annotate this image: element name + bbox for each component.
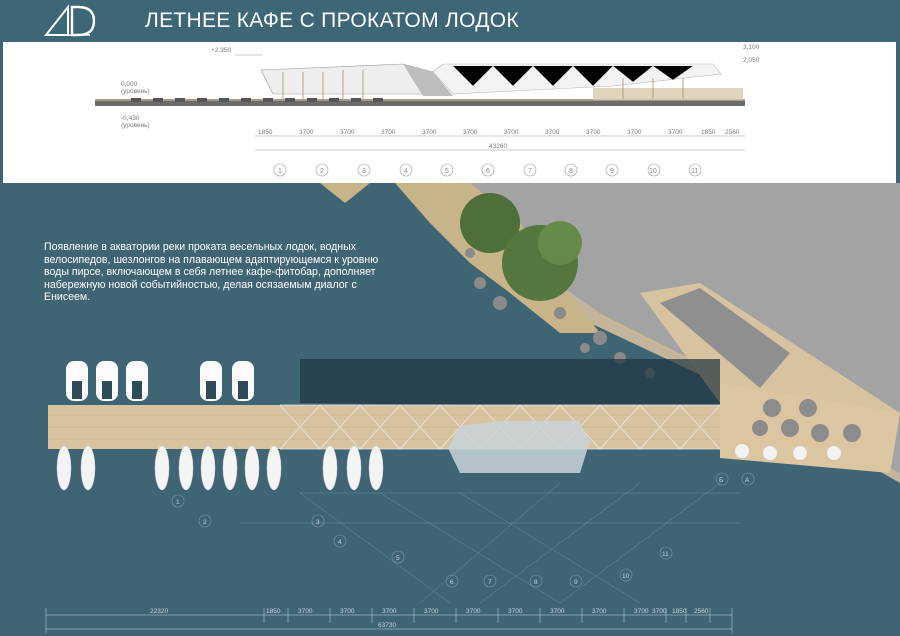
svg-text:3700: 3700	[422, 129, 437, 136]
elevation-boats	[131, 98, 383, 102]
mark-water-note: (уровень)	[121, 122, 150, 129]
svg-text:7: 7	[528, 168, 532, 175]
elevation-pier	[95, 101, 745, 106]
svg-text:5: 5	[396, 555, 400, 562]
elevation-truss	[452, 65, 694, 87]
shore-pavilion	[660, 288, 790, 388]
svg-text:9: 9	[574, 579, 578, 586]
svg-text:3700: 3700	[545, 129, 560, 136]
svg-text:1850: 1850	[258, 129, 273, 136]
svg-text:6: 6	[450, 579, 454, 586]
svg-text:3700: 3700	[340, 129, 355, 136]
svg-text:3700: 3700	[340, 608, 355, 615]
plan-axes: 1 2 3 4 5 6 7 8 9 10 11 А Б	[171, 472, 755, 588]
svg-text:3700: 3700	[508, 608, 523, 615]
site-plan-svg: 1 2 3 4 5 6 7 8 9 10 11 А Б	[45, 183, 900, 633]
svg-text:11: 11	[691, 168, 698, 175]
mark-right-mid: 2,050	[743, 57, 760, 64]
svg-text:4: 4	[404, 168, 408, 175]
svg-text:2: 2	[203, 519, 207, 526]
elevation-level-marks: +2,950 0,000 (уровень) -0,430 (уровень) …	[121, 44, 760, 129]
svg-text:7: 7	[488, 579, 492, 586]
header-bar: ЛЕТНЕЕ КАФЕ С ПРОКАТОМ ЛОДОК	[0, 0, 900, 42]
svg-text:3700: 3700	[382, 608, 397, 615]
svg-text:А: А	[745, 477, 750, 484]
svg-text:3700: 3700	[381, 129, 396, 136]
svg-text:3700: 3700	[634, 608, 649, 615]
svg-text:11: 11	[662, 551, 669, 558]
elevation-canopy-core	[403, 64, 453, 96]
svg-text:8: 8	[569, 168, 573, 175]
svg-text:10: 10	[649, 168, 657, 175]
svg-text:3700: 3700	[668, 129, 683, 136]
svg-text:3700: 3700	[586, 129, 601, 136]
page-title: ЛЕТНЕЕ КАФЕ С ПРОКАТОМ ЛОДОК	[145, 9, 519, 32]
svg-text:4: 4	[338, 539, 342, 546]
plan-dimensions: 22320 1850 3700 3700 3700 3700 3700 3700…	[150, 608, 709, 629]
svg-text:3700: 3700	[466, 608, 481, 615]
svg-text:3700: 3700	[424, 608, 439, 615]
svg-text:63730: 63730	[378, 622, 396, 629]
elevation-cafe	[593, 88, 743, 100]
rowing-boats	[56, 445, 384, 491]
elevation-deck	[95, 99, 745, 101]
svg-text:3700: 3700	[592, 608, 607, 615]
svg-text:5: 5	[445, 168, 449, 175]
mark-zero: 0,000	[121, 81, 138, 88]
svg-text:9: 9	[610, 168, 614, 175]
svg-text:10: 10	[622, 573, 630, 580]
svg-text:3: 3	[362, 168, 366, 175]
svg-text:1850: 1850	[266, 608, 281, 615]
glass-roof	[448, 421, 590, 473]
sand-patch	[320, 183, 370, 203]
umbrellas	[752, 399, 861, 442]
elevation-axes: 1 2 3 4 5 6 7 8 9 10 11	[273, 163, 702, 177]
svg-text:1: 1	[176, 499, 180, 506]
dimension-ticks	[45, 608, 733, 633]
svg-text:3700: 3700	[504, 129, 519, 136]
elevation-posts	[282, 70, 684, 99]
svg-text:1850: 1850	[701, 129, 716, 136]
svg-text:3700: 3700	[550, 608, 565, 615]
site-plan: 1 2 3 4 5 6 7 8 9 10 11 А Б	[0, 183, 900, 636]
canopy-shadow	[300, 359, 720, 408]
elevation-dimensions: 1850 3700 3700 3700 3700 3700 3700 3700 …	[258, 129, 740, 150]
elevation-drawing: +2,950 0,000 (уровень) -0,430 (уровень) …	[3, 42, 896, 183]
description-text: Появление в акватории реки проката весел…	[44, 241, 379, 304]
mark-zero-note: (уровень)	[121, 88, 150, 95]
ad-logo-icon	[43, 4, 96, 37]
tree-3	[538, 221, 582, 265]
svg-text:3700: 3700	[298, 608, 313, 615]
tables	[735, 444, 841, 460]
svg-text:3700: 3700	[463, 129, 478, 136]
svg-text:2560: 2560	[725, 129, 740, 136]
elevation-svg: +2,950 0,000 (уровень) -0,430 (уровень) …	[95, 44, 760, 177]
svg-text:3700: 3700	[652, 608, 667, 615]
svg-text:3: 3	[316, 519, 320, 526]
svg-text:Б: Б	[719, 477, 723, 484]
svg-text:2: 2	[320, 168, 324, 175]
mark-top: +2,950	[211, 47, 231, 54]
pier-planks	[48, 414, 738, 440]
svg-text:22320: 22320	[150, 608, 168, 615]
svg-text:43260: 43260	[489, 143, 507, 150]
svg-text:2560: 2560	[694, 608, 709, 615]
tree-1	[460, 193, 520, 253]
pedal-boats	[66, 361, 254, 401]
svg-text:3700: 3700	[627, 129, 642, 136]
grid-lines	[240, 482, 740, 604]
svg-text:1: 1	[278, 168, 282, 175]
mark-right-top: 3,100	[743, 44, 760, 51]
svg-text:6: 6	[486, 168, 490, 175]
svg-text:8: 8	[534, 579, 538, 586]
mark-water: -0,430	[121, 115, 140, 122]
svg-text:1850: 1850	[672, 608, 687, 615]
svg-text:3700: 3700	[299, 129, 314, 136]
